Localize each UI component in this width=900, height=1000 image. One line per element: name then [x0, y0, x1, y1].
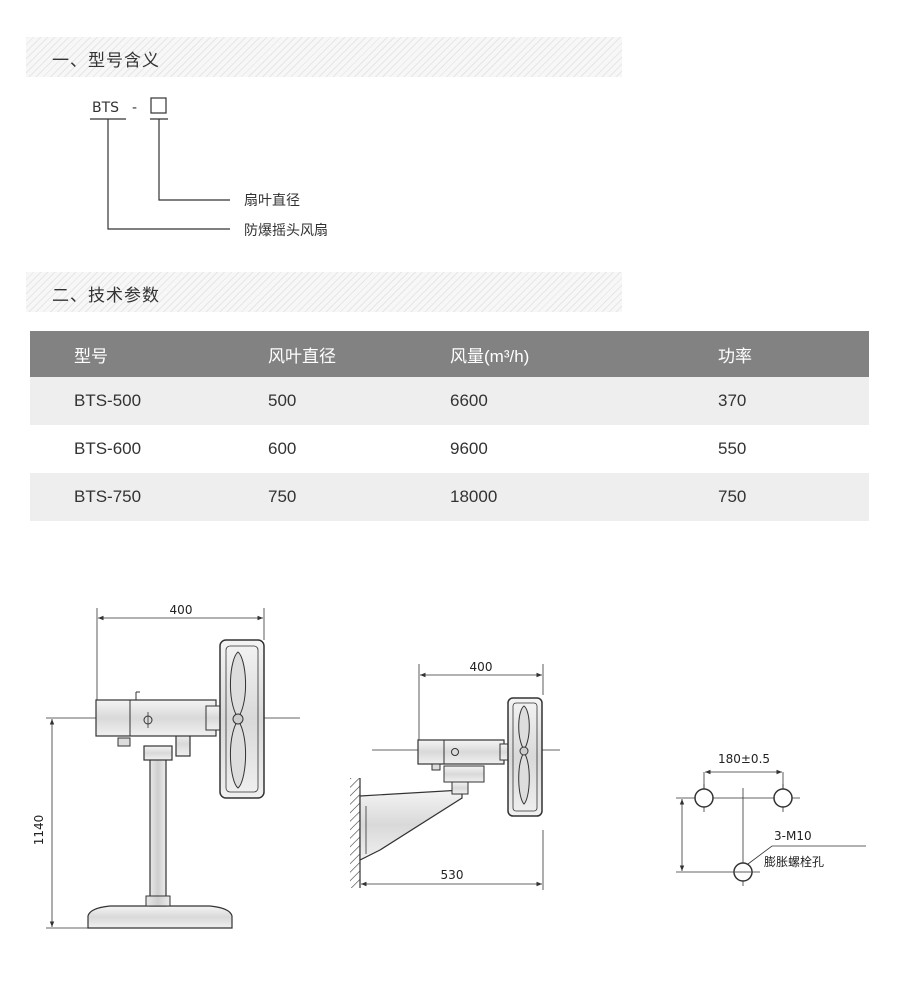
- cell-diameter: 600: [268, 439, 297, 458]
- cell-power: 750: [718, 473, 869, 521]
- cell-power: 550: [718, 439, 747, 458]
- cell-airflow: 9600: [450, 439, 488, 458]
- header-model: 型号: [30, 331, 268, 377]
- floor-fan-drawing: 400 1140: [32, 603, 300, 929]
- mounting-holes-drawing: 180±0.5 3-M10 膨胀螺栓孔: [676, 752, 866, 886]
- table-header-row: 型号 风叶直径 风量(m³/h) 功率: [30, 331, 869, 377]
- floor-height-dim: 1140: [32, 815, 46, 846]
- cell-power: 370: [718, 377, 869, 425]
- code-label-diameter: 扇叶直径: [244, 192, 300, 209]
- cell-model: BTS-600: [74, 439, 142, 458]
- cell-model: BTS-750: [30, 473, 268, 521]
- table-row: BTS-750 750 18000 750: [30, 473, 869, 521]
- table-row: BTS-500 500 6600 370: [30, 377, 869, 425]
- wall-fan-drawing: 400 530: [350, 660, 560, 890]
- header-power: 功率: [718, 331, 869, 377]
- code-label-type: 防爆摇头风扇: [244, 223, 328, 239]
- technical-drawings: 400 1140 400: [32, 603, 866, 929]
- code-placeholder-box: [150, 97, 167, 114]
- cell-diameter: 750: [268, 473, 450, 521]
- bolt-hole-label: 膨胀螺栓孔: [764, 854, 824, 869]
- params-table: 型号 风叶直径 风量(m³/h) 功率 BTS-500 500 6600 370…: [30, 331, 869, 521]
- cell-diameter: 500: [268, 377, 450, 425]
- code-dash: -: [132, 100, 137, 116]
- header-diameter: 风叶直径: [268, 331, 450, 377]
- bolt-hole: [694, 788, 714, 808]
- header-airflow: 风量(m³/h): [450, 331, 718, 377]
- section-header-params: 二、技术参数: [26, 272, 622, 312]
- hole-spacing-dim: 180±0.5: [718, 752, 770, 766]
- section-title-model: 一、型号含义: [52, 51, 160, 71]
- floor-width-dim: 400: [170, 603, 193, 617]
- bolt-spec-label: 3-M10: [774, 829, 812, 843]
- wall-arm-dim: 530: [441, 868, 464, 882]
- section-header-model: 一、型号含义: [26, 37, 622, 77]
- cell-airflow: 18000: [450, 473, 718, 521]
- code-prefix: BTS: [92, 100, 119, 116]
- wall-width-dim: 400: [470, 660, 493, 674]
- cell-model: BTS-500: [30, 377, 268, 425]
- section-title-params: 二、技术参数: [52, 286, 160, 306]
- model-code-diagram: BTS - 扇叶直径 防爆摇头风扇: [90, 97, 328, 239]
- bolt-hole: [773, 788, 793, 808]
- table-row: BTS-600 600 9600 550: [30, 425, 869, 473]
- cell-airflow: 6600: [450, 377, 718, 425]
